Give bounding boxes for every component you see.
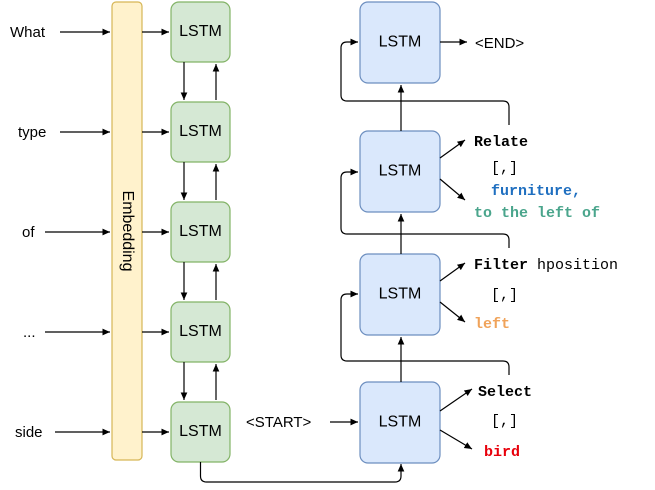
embedding-label: Embedding: [119, 191, 136, 272]
feedback-loop: [340, 290, 510, 375]
encoder-lstm-cell: LSTM: [170, 101, 231, 163]
op-arrow: [439, 139, 466, 159]
embedding-bar: [111, 1, 143, 461]
encoder-to-decoder-connector: [199, 462, 405, 483]
bracket-token: [,]: [491, 287, 518, 304]
input-token: ...: [23, 324, 36, 341]
lstm-label: LSTM: [179, 23, 222, 40]
lstm-label: LSTM: [179, 423, 222, 440]
decoder-lstm-cell: LSTM: [359, 253, 441, 336]
input-token: What: [10, 24, 46, 41]
feedback-loop: [340, 38, 510, 125]
lstm-label: LSTM: [379, 286, 422, 303]
lstm-label: LSTM: [179, 123, 222, 140]
value-token: bird: [484, 444, 520, 461]
encoder-column: What type of ... side LSTM LSTM LSTM LST…: [10, 1, 231, 463]
op-name-text: Filter: [474, 257, 528, 274]
op-name: Filter hposition: [474, 257, 618, 274]
lstm-label: LSTM: [179, 323, 222, 340]
lstm-label: LSTM: [379, 34, 422, 51]
input-token: side: [15, 424, 43, 441]
value-token: left: [474, 316, 510, 333]
encoder-lstm-cell: LSTM: [170, 1, 231, 63]
lstm-label: LSTM: [379, 163, 422, 180]
value-token: furniture,: [491, 183, 581, 200]
input-token: of: [22, 224, 35, 241]
feedback-loop: [340, 168, 510, 248]
encoder-lstm-cell: LSTM: [170, 301, 231, 363]
lstm-label: LSTM: [179, 223, 222, 240]
embedding-layer: Embedding: [111, 1, 143, 461]
op-arrow: [439, 262, 466, 282]
op-arrow: [439, 388, 473, 412]
op-arg: hposition: [537, 257, 618, 274]
value-arrow: [439, 178, 466, 201]
decoder-lstm-cell: LSTM: [359, 130, 441, 213]
end-token: <END>: [475, 35, 524, 52]
decoder-lstm-cell: LSTM: [359, 1, 441, 84]
decoder-column: LSTM LSTM LSTM LSTM <END>: [340, 1, 524, 464]
bracket-token: [,]: [491, 413, 518, 430]
lstm-label: LSTM: [379, 414, 422, 431]
op-name: Select: [478, 384, 532, 401]
decoder-lstm-cell: LSTM: [359, 381, 441, 464]
op-name: Relate: [474, 134, 528, 151]
input-token: type: [18, 124, 46, 141]
value-token: to the left of: [474, 205, 600, 222]
bracket-token: [,]: [491, 160, 518, 177]
start-token: <START>: [246, 414, 312, 431]
encoder-lstm-cell: LSTM: [170, 201, 231, 263]
value-arrow: [439, 429, 473, 450]
value-arrow: [439, 301, 466, 323]
encoder-lstm-cell: LSTM: [170, 401, 231, 463]
output-relate: Relate [,] furniture, to the left of: [474, 134, 600, 222]
output-filter: Filter hposition [,] left: [474, 257, 618, 333]
output-select: Select [,] bird: [478, 384, 532, 461]
